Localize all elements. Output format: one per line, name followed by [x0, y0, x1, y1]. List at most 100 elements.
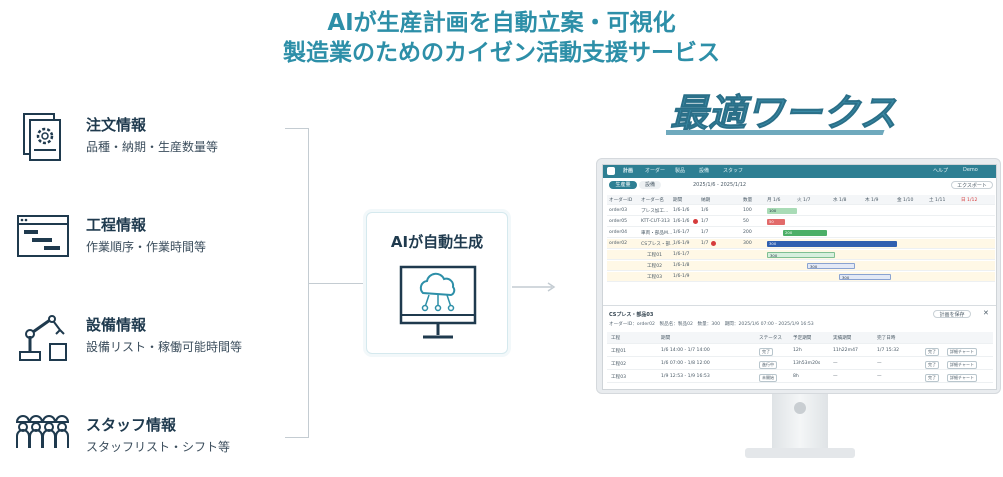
cell-qty: 300: [743, 241, 752, 246]
cell-step: 工程02: [611, 362, 627, 367]
input-title: 注文情報: [86, 116, 147, 134]
save-plan-button[interactable]: 計画を保存: [933, 310, 971, 318]
cell-period: 1/6-1/9: [673, 274, 690, 279]
cell-period: 1/6 07:00 - 1/8 12:00: [661, 361, 710, 366]
nav-orders[interactable]: オーダー: [645, 168, 666, 174]
detail-chart-button[interactable]: 詳細チャート: [947, 348, 977, 356]
input-title: 工程情報: [86, 216, 147, 234]
day-col: 水 1/8: [833, 198, 847, 203]
table-row[interactable]: order05 KTT-CUT-313 1/6-1/6 1/7 50 50: [607, 217, 995, 227]
gantt-bar[interactable]: 300: [807, 263, 855, 269]
view-production-toggle[interactable]: 生産量: [609, 181, 637, 189]
detail-row[interactable]: 工程02 1/6 07:00 - 1/8 12:00 進行中 13h53m20s…: [607, 358, 993, 370]
cell-qty: 200: [743, 230, 752, 235]
order-detail-panel: CSプレス・部品03 オーダーID：order02 製品名：製品02 数量：30…: [603, 305, 996, 389]
cell-plan: 13h53m20s: [793, 361, 821, 366]
workers-helmet-icon: [15, 415, 70, 448]
table-row[interactable]: order03 プレス加工... 1/6-1/6 1/6 100 100: [607, 206, 995, 216]
product-logo: 最適ワークス: [646, 82, 916, 142]
complete-button[interactable]: 完了: [925, 374, 939, 382]
close-icon[interactable]: ✕: [983, 309, 989, 317]
headline-line2: 製造業のためのカイゼン活動支援サービス: [283, 40, 720, 66]
cell-name: KTT-CUT-313: [641, 219, 670, 224]
cloud-network-monitor-icon: [399, 265, 477, 339]
app-screen: 計画 オーダー 製品 設備 スタッフ ヘルプ Demo 生産量 設備 2025/…: [602, 164, 997, 390]
arrow-right-icon: [512, 282, 556, 292]
gantt-bar[interactable]: 200: [783, 230, 827, 236]
nav-plan[interactable]: 計画: [623, 168, 634, 174]
cell-actual: 11h22m47: [833, 348, 858, 353]
day-col: 金 1/10: [897, 198, 914, 203]
monitor-stand-neck: [772, 394, 828, 452]
cell-period: 1/6 14:00 - 1/7 14:00: [661, 348, 710, 353]
day-col: 月 1/6: [767, 198, 781, 203]
cell-actual: —: [833, 361, 838, 366]
complete-button[interactable]: 完了: [925, 348, 939, 356]
gantt-bar[interactable]: 300: [839, 274, 891, 280]
detail-row[interactable]: 工程01 1/6 14:00 - 1/7 14:00 完了 12h 11h22m…: [607, 345, 993, 357]
day-col: 土 1/11: [929, 198, 946, 203]
nav-staff[interactable]: スタッフ: [723, 168, 744, 174]
day-col: 日 1/12: [961, 198, 978, 203]
export-button[interactable]: エクスポート: [951, 181, 993, 189]
cell-due: 1/7: [701, 241, 709, 246]
cell-qty: 50: [743, 219, 749, 224]
input-title: スタッフ情報: [86, 416, 177, 434]
monitor-stand-base: [745, 448, 855, 458]
cell-id: order04: [609, 230, 628, 235]
table-row[interactable]: 工程03 1/6-1/9 300: [607, 272, 995, 282]
input-subtitle: 作業順序・作業時間等: [86, 240, 207, 254]
cell-plan: 8h: [793, 374, 799, 379]
order-document-gear-icon: [23, 113, 61, 161]
input-order-info: 注文情報 品種・納期・生産数量等: [14, 108, 284, 168]
nav-user[interactable]: Demo: [963, 167, 978, 173]
cell-period: 1/6-1/8: [673, 263, 690, 268]
cell-id: order03: [609, 208, 628, 213]
cell-id: order02: [609, 241, 628, 246]
cell-period: 1/6-1/7: [673, 230, 690, 235]
gantt-bar[interactable]: 100: [767, 208, 797, 214]
input-subtitle: スタッフリスト・シフト等: [86, 440, 231, 454]
table-row[interactable]: 工程01 1/6-1/7 300: [607, 250, 995, 260]
stand-hole: [794, 402, 806, 414]
col-qty: 数量: [743, 198, 753, 203]
cell-id: order05: [609, 219, 628, 224]
detail-chart-button[interactable]: 詳細チャート: [947, 361, 977, 369]
nav-products[interactable]: 製品: [675, 168, 686, 174]
ai-box-label: AIが自動生成: [390, 233, 484, 251]
cell-due: 1/7: [701, 219, 709, 224]
cell-qty: 100: [743, 208, 752, 213]
detail-row[interactable]: 工程03 1/9 12:53 - 1/9 16:53 未開始 8h — — 完了…: [607, 371, 993, 383]
ai-generation-box: AIが自動生成: [366, 212, 508, 354]
cell-name: CSプレス・部...: [641, 242, 675, 247]
cell-period: 1/6-1/7: [673, 252, 690, 257]
input-subtitle: 品種・納期・生産数量等: [86, 140, 219, 154]
cell-done: 1/7 15:32: [877, 348, 900, 353]
table-row[interactable]: 工程02 1/6-1/8 300: [607, 261, 995, 271]
logo-wordmark: 最適ワークス: [646, 91, 897, 135]
gantt-bar[interactable]: 300: [767, 241, 897, 247]
table-row[interactable]: order04 車両・部品M... 1/6-1/7 1/7 200 200: [607, 228, 995, 238]
complete-button[interactable]: 完了: [925, 361, 939, 369]
cell-name: 工程02: [647, 264, 663, 269]
input-bracket-connector: [285, 128, 309, 438]
gantt-bar[interactable]: 300: [767, 252, 835, 258]
detail-header: 工程 期間 ステータス 予定期間 実績期間 完了日時: [607, 332, 993, 344]
view-equipment-toggle[interactable]: 設備: [639, 181, 661, 189]
date-range[interactable]: 2025/1/6 - 2025/1/12: [693, 182, 747, 188]
cell-done: —: [877, 361, 882, 366]
cell-step: 工程01: [611, 349, 627, 354]
cell-period: 1/6-1/6: [673, 219, 690, 224]
cell-name: プレス加工...: [641, 209, 669, 214]
gantt-bar[interactable]: 50: [767, 219, 785, 225]
nav-equipment[interactable]: 設備: [699, 168, 710, 174]
col-done: 完了日時: [877, 336, 896, 341]
gantt-header: オーダーID オーダー名 期間 納期 数量 月 1/6 火 1/7 水 1/8 …: [607, 195, 995, 205]
nav-help[interactable]: ヘルプ: [933, 168, 949, 174]
detail-chart-button[interactable]: 詳細チャート: [947, 374, 977, 382]
status-badge: 進行中: [759, 361, 777, 369]
col-step: 工程: [611, 336, 621, 341]
table-row-selected[interactable]: order02 CSプレス・部... 1/6-1/9 1/7 300 300: [607, 239, 995, 249]
app-logo-icon: [607, 167, 615, 175]
col-order-name: オーダー名: [641, 198, 664, 203]
